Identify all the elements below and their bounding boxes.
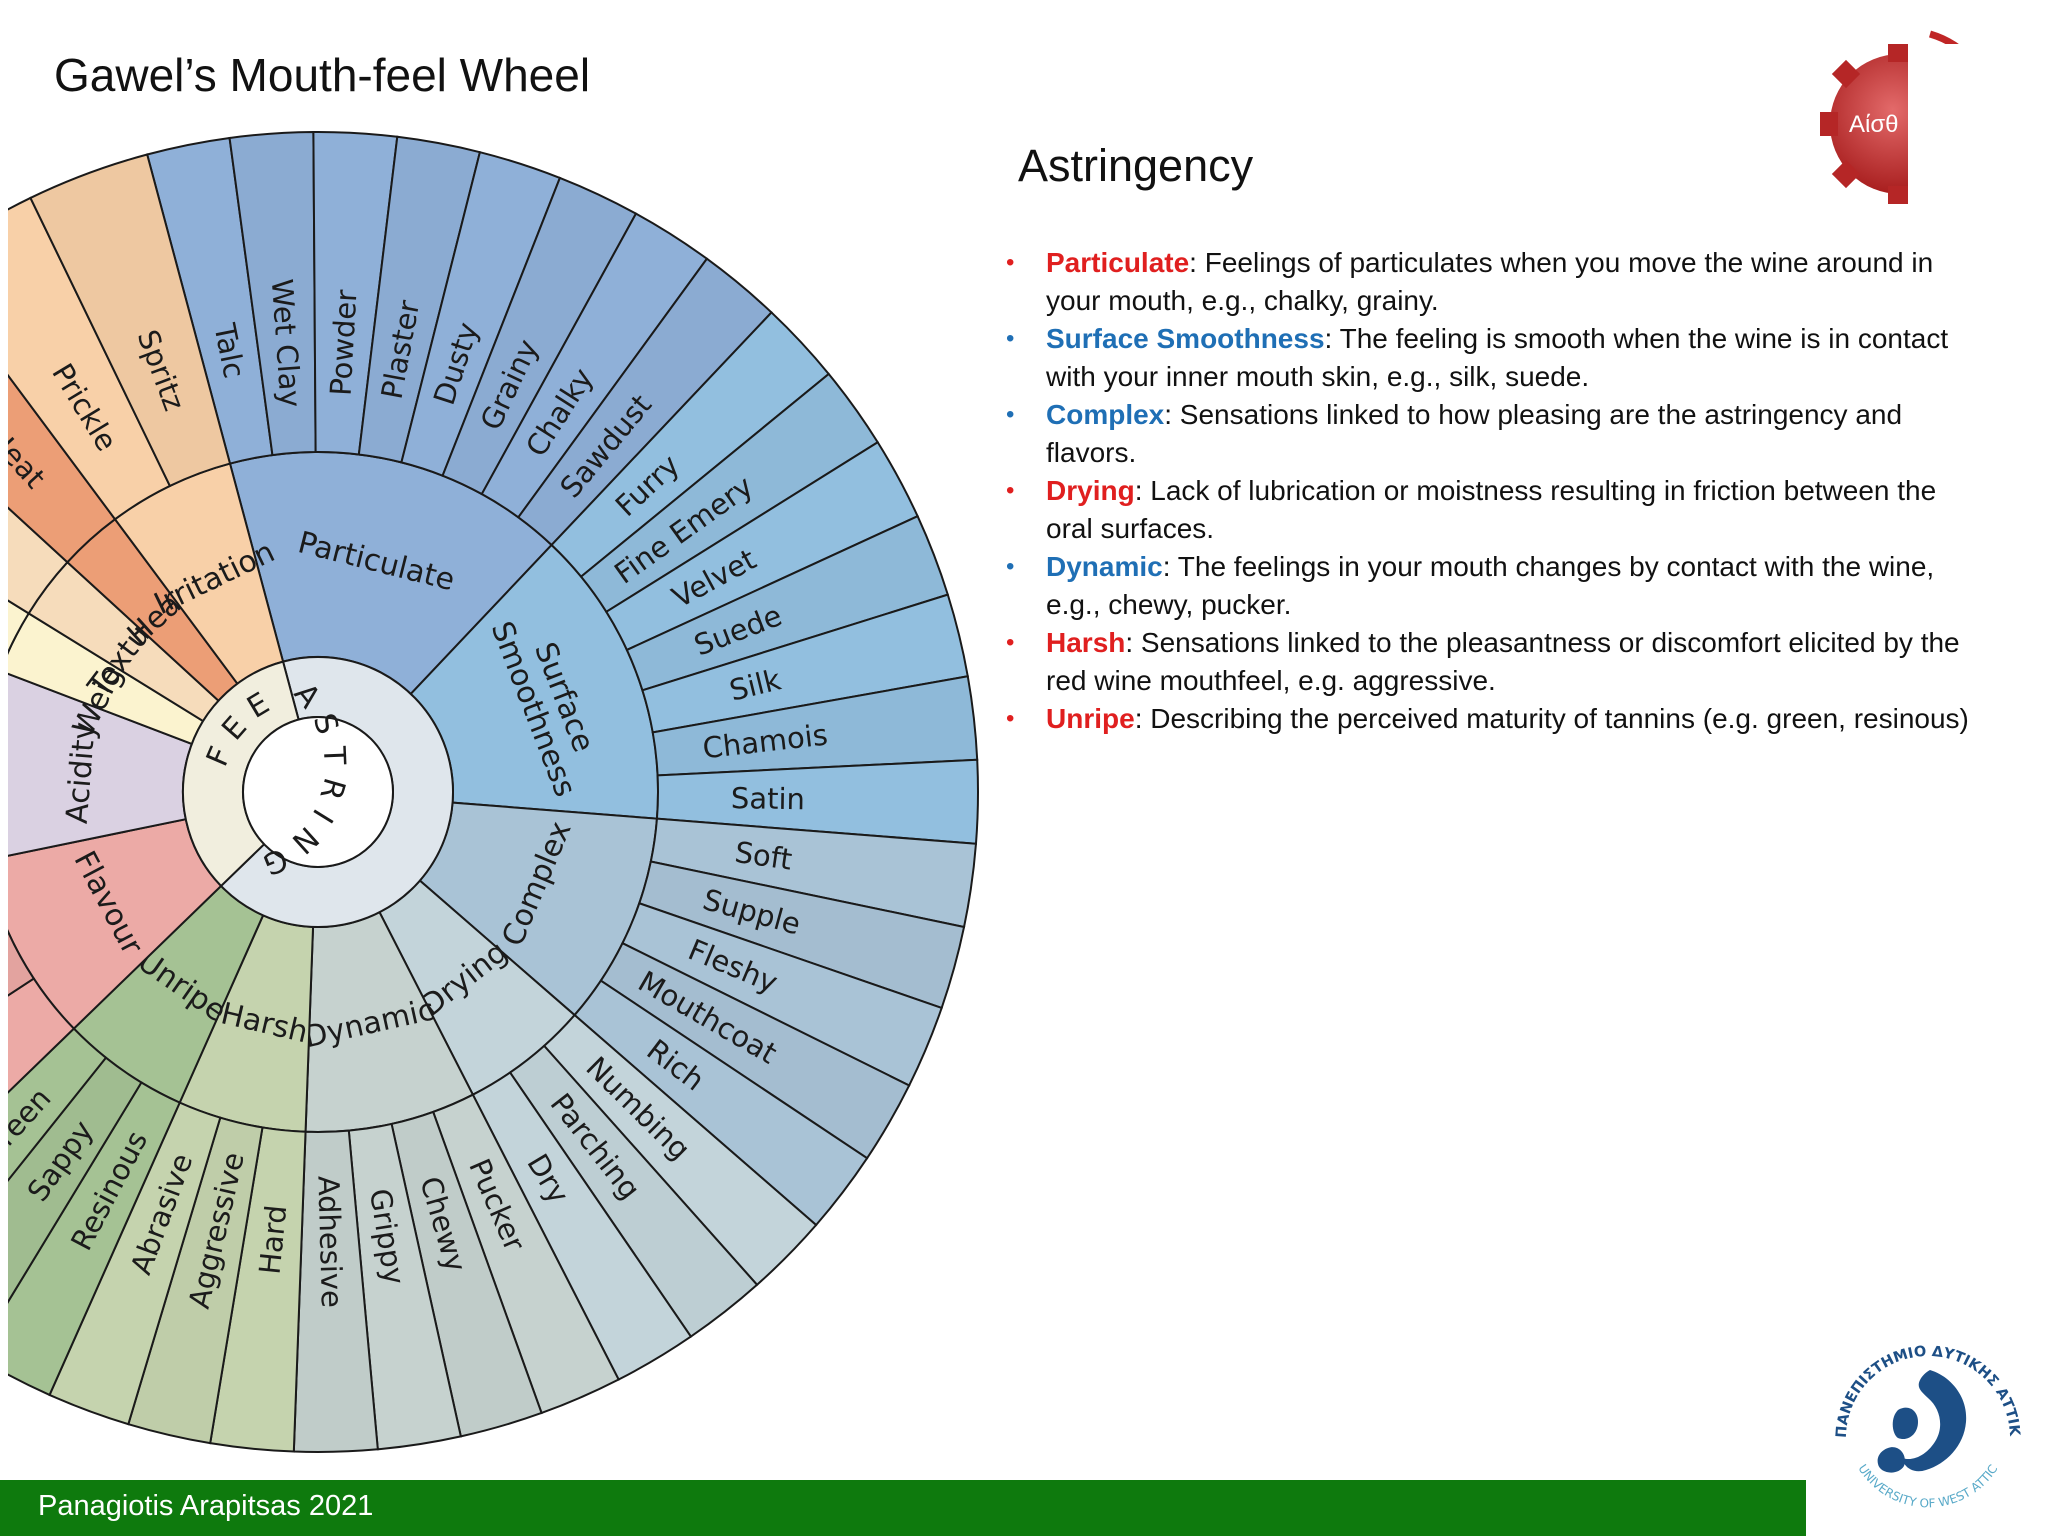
definition-item: •Surface Smoothness: The feeling is smoo…: [1006, 320, 1986, 396]
bullet-icon: •: [1006, 624, 1046, 662]
wheel-term-label: Adhesive: [311, 1175, 349, 1308]
university-greek-name: ΠΑΝΕΠΙΣΤΗΜΙΟ ΔΥΤΙΚΗΣ ΑΤΤΙΚΗΣ: [1818, 1318, 2022, 1438]
definition-item: •Unripe: Describing the perceived maturi…: [1006, 700, 1986, 738]
definition-item: •Drying: Lack of lubrication or moistnes…: [1006, 472, 1986, 548]
footer-text: Panagiotis Arapitsas 2021: [38, 1490, 373, 1523]
section-heading: Astringency: [1018, 140, 1253, 192]
gear-text: Αίσθ: [1849, 111, 1899, 138]
university-logo: ΠΑΝΕΠΙΣΤΗΜΙΟ ΔΥΤΙΚΗΣ ΑΤΤΙΚΗΣ UNIVERSITY …: [1818, 1318, 2038, 1538]
definition-item: •Particulate: Feelings of particulates w…: [1006, 244, 1986, 320]
definition-text: : Describing the perceived maturity of t…: [1135, 703, 1969, 734]
footer-bar: Panagiotis Arapitsas 2021: [0, 1480, 1806, 1536]
definition-text: : The feelings in your mouth changes by …: [1046, 551, 1934, 620]
bullet-icon: •: [1006, 700, 1046, 738]
definition-text: : Sensations linked to how pleasing are …: [1046, 399, 1902, 468]
definition-item: •Complex: Sensations linked to how pleas…: [1006, 396, 1986, 472]
definition-term: Surface Smoothness: [1046, 323, 1325, 354]
definition-list: •Particulate: Feelings of particulates w…: [1006, 244, 1986, 738]
definition-term: Unripe: [1046, 703, 1135, 734]
bullet-icon: •: [1006, 320, 1046, 358]
wheel-term-label: Powder: [324, 289, 364, 397]
gear-logo: Αίσθ: [1800, 14, 2010, 214]
definition-text: : Sensations linked to the pleasantness …: [1046, 627, 1960, 696]
definition-item: •Dynamic: The feelings in your mouth cha…: [1006, 548, 1986, 624]
university-emblem-icon: [1878, 1370, 1967, 1473]
wheel-term-label: Satin: [731, 781, 805, 816]
bullet-icon: •: [1006, 472, 1046, 510]
bullet-icon: •: [1006, 244, 1046, 282]
bullet-icon: •: [1006, 396, 1046, 434]
wheel-feel-term-segment: [0, 860, 4, 1044]
bullet-icon: •: [1006, 548, 1046, 586]
definition-term: Dynamic: [1046, 551, 1163, 582]
definition-term: Particulate: [1046, 247, 1189, 278]
definition-term: Complex: [1046, 399, 1164, 430]
wheel-term-label: Hard: [253, 1204, 294, 1276]
definition-term: Harsh: [1046, 627, 1125, 658]
definition-text: : Lack of lubrication or moistness resul…: [1046, 475, 1936, 544]
definition-item: •Harsh: Sensations linked to the pleasan…: [1006, 624, 1986, 700]
definition-term: Drying: [1046, 475, 1135, 506]
